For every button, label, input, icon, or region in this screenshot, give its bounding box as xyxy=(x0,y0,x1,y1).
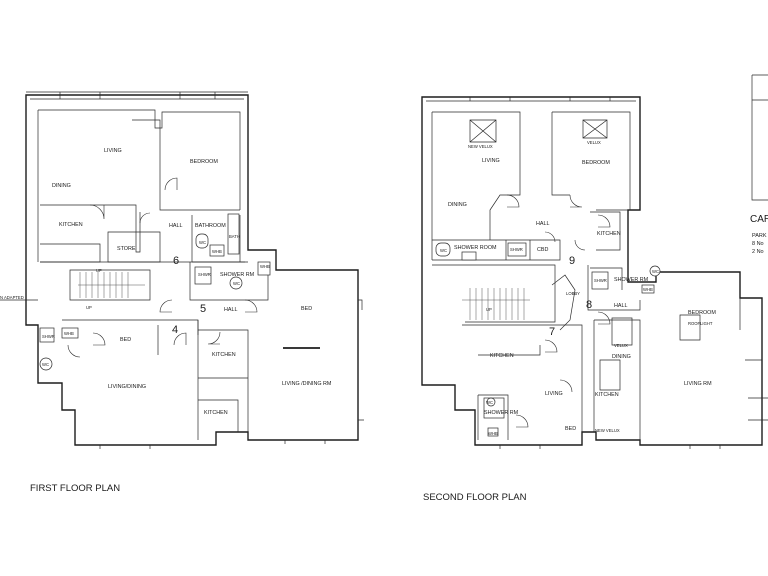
room-label-living-rm: LIVING RM xyxy=(684,381,712,387)
room-label-hall: HALL xyxy=(536,221,550,227)
fixture-label-bath: BATH xyxy=(229,234,240,239)
room-label-bed: BED xyxy=(565,426,576,432)
room-label-hall-right: HALL xyxy=(614,303,628,309)
room-label-living-dining: LIVING/DINING xyxy=(108,384,146,390)
flat-number-6: 6 xyxy=(173,255,179,267)
stair-label-up-b: UP xyxy=(86,305,92,310)
room-label-hall-mid: HALL xyxy=(224,307,238,313)
side-note-adapted: N ADAPTED xyxy=(0,295,24,300)
room-label-new-velux-bottom: NEW VELUX xyxy=(595,428,620,433)
room-label-living: LIVING xyxy=(104,148,122,154)
room-label-new-velux: NEW VELUX xyxy=(468,144,493,149)
room-label-bed-left: BED xyxy=(120,337,131,343)
room-label-dining: DINING xyxy=(52,183,71,189)
first-floor-doors xyxy=(67,177,258,358)
car-park-line-3: 2 No xyxy=(752,249,764,255)
room-label-shower-rm: SHOWER RM xyxy=(220,272,255,278)
room-label-rooflight: ROOFLIGHT xyxy=(688,321,713,326)
room-label-bedroom: BEDROOM xyxy=(582,160,610,166)
fixture-label-shwr-a: SHWR xyxy=(510,247,523,252)
fixture-label-shwr-c: SHWR xyxy=(42,334,55,339)
fixture-label-wc-c: WC xyxy=(42,362,49,367)
second-floor-stairs xyxy=(462,288,530,320)
fixture-label-whb: WHB xyxy=(212,249,222,254)
fixture-label-shwr-b: SHWR xyxy=(594,278,607,283)
fixture-label-wc: WC xyxy=(199,240,206,245)
first-floor-outer-wall xyxy=(25,94,359,446)
room-label-store: STORE xyxy=(117,246,136,252)
fixture-label-whb-c: WHB xyxy=(488,431,498,436)
flat-number-8: 8 xyxy=(586,299,592,311)
fixture-label-shwr: SHWR xyxy=(198,272,211,277)
room-label-bed-right: BED xyxy=(301,306,312,312)
car-park-panel-frame xyxy=(751,74,768,201)
room-label-velux-mid: VELUX xyxy=(614,343,628,348)
flat-number-5: 5 xyxy=(200,303,206,315)
room-label-living: LIVING xyxy=(482,158,500,164)
stair-label-up: UP xyxy=(486,307,492,312)
room-label-kitchen-mid: KITCHEN xyxy=(595,392,619,398)
room-label-dining-mid: DINING xyxy=(612,354,631,360)
fixture-label-wc-b: WC xyxy=(233,281,240,286)
room-label-shower-rm-c: SHOWER RM xyxy=(484,410,519,416)
room-label-velux: VELUX xyxy=(587,140,601,145)
room-label-bedroom: BEDROOM xyxy=(190,159,218,165)
fixture-label-wc-c: WC xyxy=(486,400,493,405)
room-label-shower-room: SHOWER ROOM xyxy=(454,245,497,251)
fixture-label-whb-b: WHB xyxy=(260,264,270,269)
first-floor-caption: FIRST FLOOR PLAN xyxy=(30,483,120,494)
flat-number-4: 4 xyxy=(172,324,178,336)
room-label-cbd: CBD xyxy=(537,247,548,253)
room-label-kitchen-top: KITCHEN xyxy=(597,231,621,237)
room-label-shower-rm: SHOWER RM xyxy=(614,277,649,283)
room-label-dining: DINING xyxy=(448,202,467,208)
room-label-hall: HALL xyxy=(169,223,183,229)
first-floor-plan: LIVING DINING BEDROOM KITCHEN HALL BATHR… xyxy=(0,91,364,494)
fixture-label-whb-c: WHB xyxy=(64,331,74,336)
second-floor-doors xyxy=(506,194,611,428)
room-label-living-left: LIVING xyxy=(545,391,563,397)
flat-number-7: 7 xyxy=(549,326,555,338)
room-label-kitchen-mid: KITCHEN xyxy=(212,352,236,358)
room-label-bathroom: BATHROOM xyxy=(195,223,226,229)
room-label-bedroom-right: BEDROOM xyxy=(688,310,716,316)
car-park-line-1: PARK xyxy=(752,233,767,239)
room-label-kitchen-left: KITCHEN xyxy=(490,353,514,359)
stair-label-up: UP xyxy=(96,268,102,273)
car-park-line-2: 8 No xyxy=(752,241,764,247)
flat-number-9: 9 xyxy=(569,255,575,267)
first-floor-bath xyxy=(227,213,240,255)
room-label-living-dining-rm: LIVING /DINING RM xyxy=(282,381,332,387)
fixture-label-whb: WHB xyxy=(643,287,653,292)
fixture-label-wc: WC xyxy=(440,248,447,253)
room-label-kitchen-bottom: KITCHEN xyxy=(204,410,228,416)
second-floor-caption: SECOND FLOOR PLAN xyxy=(423,492,527,503)
second-floor-outer-wall xyxy=(421,96,763,446)
car-park-note: CAR PARK 8 No 2 No xyxy=(750,214,768,255)
room-label-lobby: LOBBY xyxy=(566,291,580,296)
fixture-label-wc-b: WC xyxy=(652,269,659,274)
room-label-kitchen: KITCHEN xyxy=(59,222,83,228)
car-park-heading: CAR xyxy=(750,214,768,225)
first-floor-stairs xyxy=(78,272,145,298)
second-floor-plan: NEW VELUX VELUX LIVING BEDROOM DINING HA… xyxy=(421,74,768,503)
